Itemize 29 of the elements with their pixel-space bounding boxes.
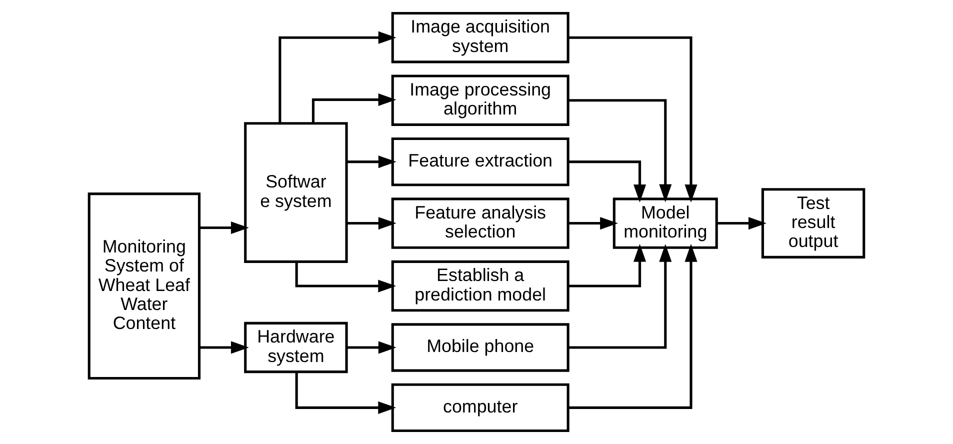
arrow bbox=[568, 217, 618, 230]
node-box: Image processing algorithm bbox=[391, 74, 570, 126]
node-box: Model monitoring bbox=[612, 198, 718, 249]
arrow bbox=[568, 160, 646, 202]
arrow bbox=[295, 262, 396, 292]
arrow bbox=[199, 341, 249, 354]
arrow bbox=[278, 31, 396, 124]
node-box: Image acquisition system bbox=[391, 12, 570, 64]
node-box: Establish a prediction model bbox=[391, 260, 570, 312]
arrow bbox=[568, 99, 672, 202]
arrow bbox=[346, 156, 396, 168]
arrow bbox=[568, 36, 698, 202]
arrow bbox=[346, 341, 396, 354]
arrow bbox=[568, 244, 672, 349]
arrow bbox=[312, 93, 396, 124]
node-box: Feature extraction bbox=[391, 137, 570, 186]
arrow bbox=[568, 244, 646, 288]
node-box: Hardware system bbox=[244, 322, 348, 374]
node-box: Test result output bbox=[761, 188, 866, 258]
arrow bbox=[295, 372, 396, 414]
node-box: Feature analysis selection bbox=[391, 198, 570, 249]
arrow bbox=[568, 244, 698, 409]
arrow bbox=[346, 217, 396, 230]
node-box: Softwar e system bbox=[244, 122, 348, 263]
arrow bbox=[199, 221, 249, 234]
node-box: Mobile phone bbox=[391, 323, 570, 372]
node-box: computer bbox=[391, 383, 570, 432]
arrow bbox=[716, 217, 766, 230]
node-box: Monitoring System of Wheat Leaf Water Content bbox=[88, 192, 201, 380]
